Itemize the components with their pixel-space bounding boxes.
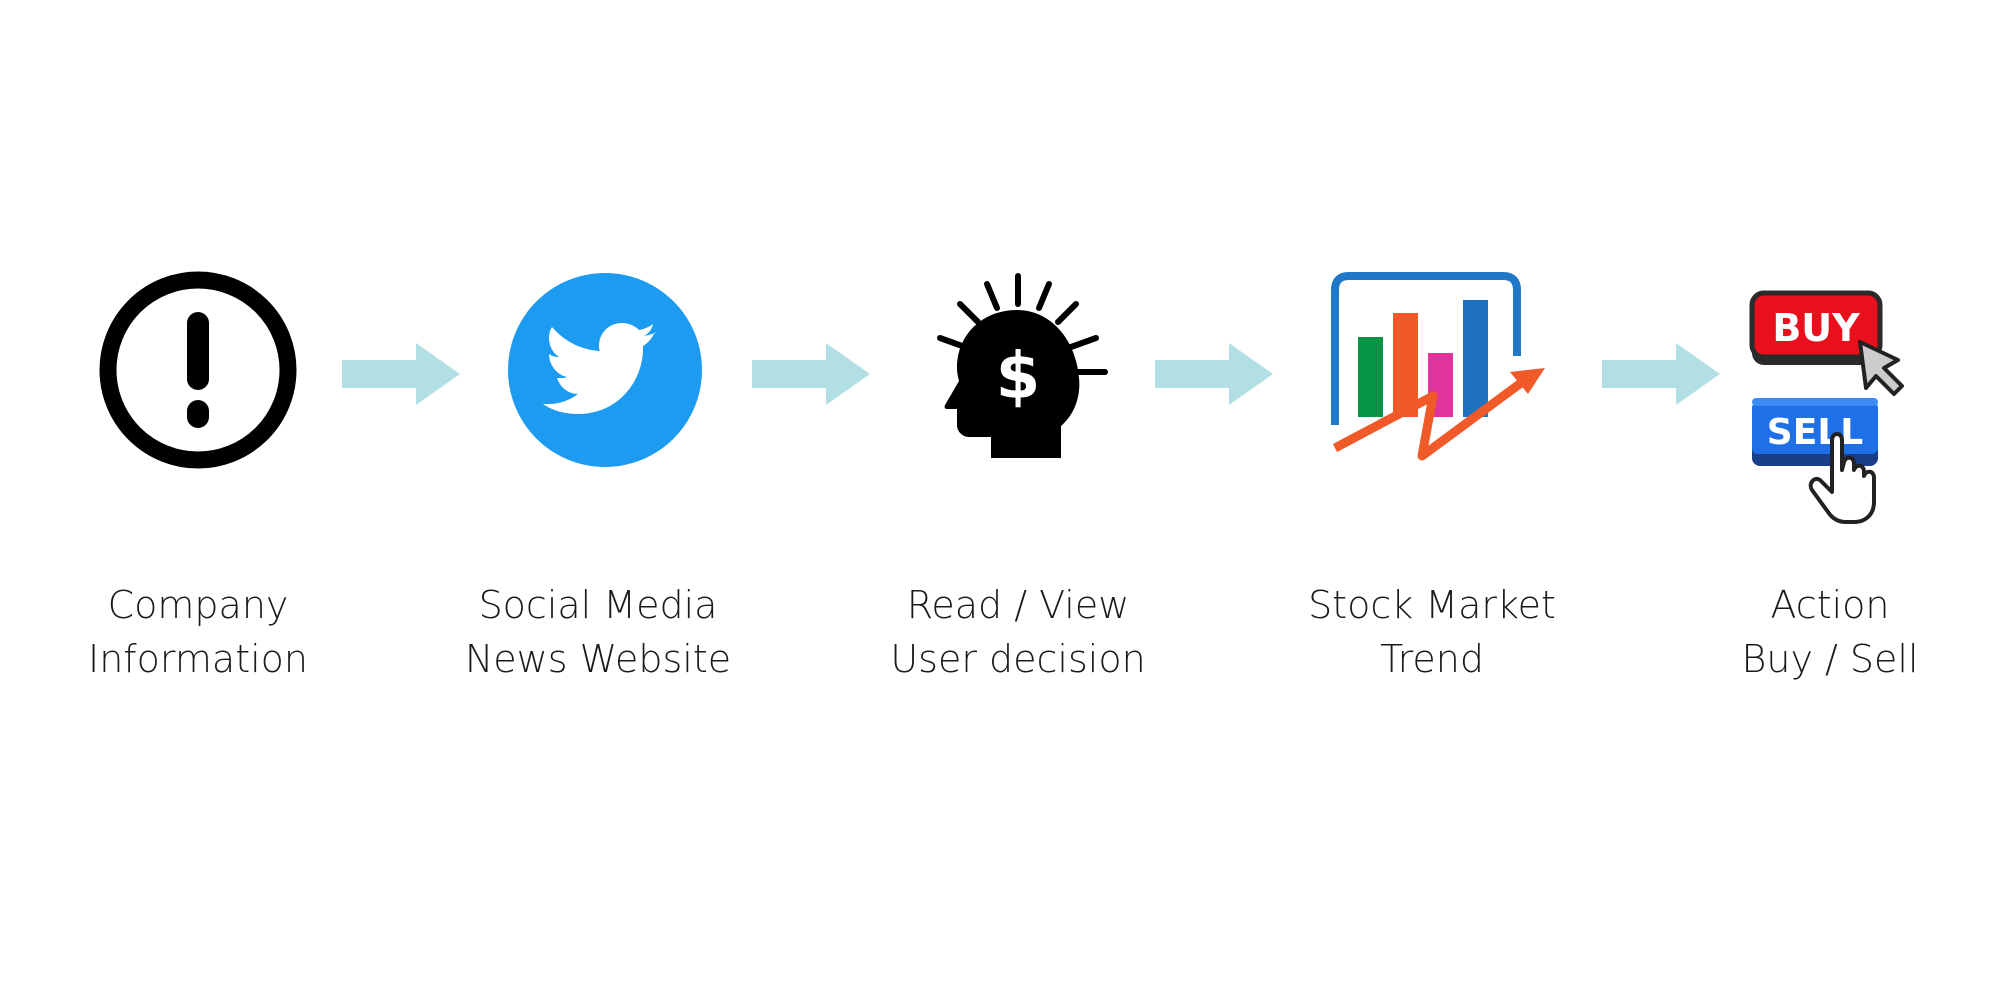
- svg-text:$: $: [996, 340, 1041, 414]
- label-line-2: Information: [88, 637, 308, 681]
- step-label-social-media: Social Media News Website: [418, 578, 778, 686]
- head-with-dollar-idea-icon: $: [915, 268, 1125, 478]
- step-label-action: Action Buy / Sell: [1650, 578, 2000, 686]
- buy-button: BUY: [1749, 290, 1883, 365]
- label-line-1: Stock Market: [1308, 583, 1556, 627]
- step-label-read-view: Read / View User decision: [838, 578, 1198, 686]
- label-line-1: Company: [107, 583, 289, 627]
- label-line-1: Read / View: [906, 583, 1130, 627]
- label-line-1: Social Media: [478, 583, 718, 627]
- sell-button-text: SELL: [1767, 412, 1863, 453]
- label-line-2: Trend: [1380, 637, 1484, 681]
- label-line-2: News Website: [464, 637, 732, 681]
- step-label-company-information: Company Information: [18, 578, 378, 686]
- right-arrow-icon: [1155, 343, 1273, 405]
- twitter-bird-icon: [505, 270, 705, 470]
- stock-chart-trend-icon: [1325, 268, 1555, 468]
- step-label-stock-market: Stock Market Trend: [1252, 578, 1612, 686]
- sell-button: SELL: [1752, 398, 1878, 466]
- label-line-1: Action: [1770, 583, 1890, 627]
- right-arrow-icon: [1602, 343, 1720, 405]
- label-line-2: Buy / Sell: [1741, 637, 1919, 681]
- buy-sell-buttons-icon: BUY SELL: [1748, 290, 1918, 525]
- exclamation-circle-icon: [98, 270, 298, 470]
- buy-button-text: BUY: [1772, 306, 1860, 350]
- right-arrow-icon: [752, 343, 870, 405]
- right-arrow-icon: [342, 343, 460, 405]
- label-line-2: User decision: [890, 637, 1146, 681]
